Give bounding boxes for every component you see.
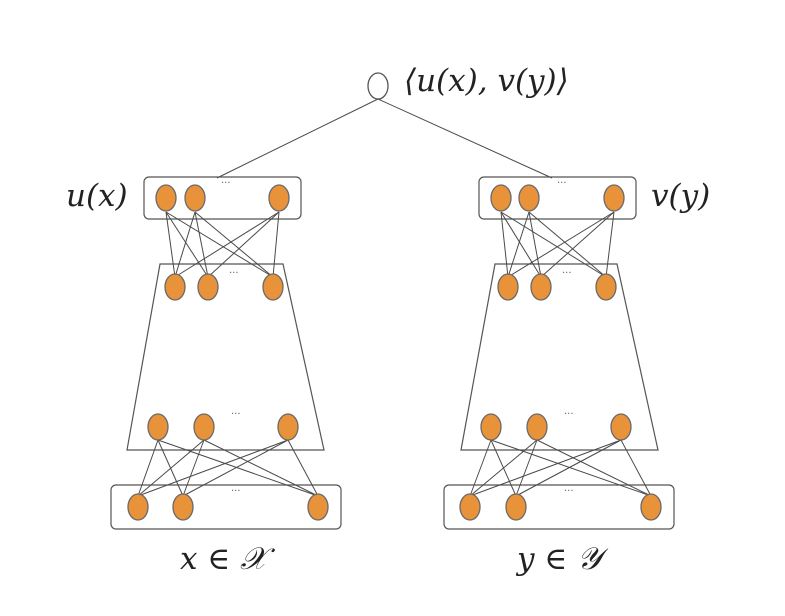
right-tower: ··· ··· ··· ··· [443, 176, 675, 530]
right-hidden-bottom-node-n [610, 413, 632, 441]
x-domain-label: x ∈ 𝒳 [180, 541, 267, 577]
u-node-2 [184, 184, 206, 212]
left-upper-edges [165, 211, 280, 278]
v-of-y-label: v(y) [651, 178, 711, 214]
u-node-n [268, 184, 290, 212]
left-hidden-top-node-n [262, 273, 284, 301]
v-node-n [603, 184, 625, 212]
edge-output-to-u [216, 98, 379, 179]
right-hidden-top-node-n [595, 273, 617, 301]
output-node [367, 72, 389, 100]
x-input-box [110, 484, 342, 530]
u-embedding-box [143, 176, 302, 220]
left-hidden-bottom-node-n [277, 413, 299, 441]
right-upper-edges [500, 211, 615, 278]
v-node-2 [518, 184, 540, 212]
x-input-node-n [307, 493, 329, 521]
y-input-box [443, 484, 675, 530]
x-input-node-2 [172, 493, 194, 521]
y-input-ellipsis: ··· [564, 486, 574, 497]
x-input-ellipsis: ··· [231, 486, 241, 497]
v-embedding-box [478, 176, 637, 220]
edge-output-to-v [377, 98, 553, 179]
inner-product-label: ⟨u(x), v(y)⟩ [404, 63, 569, 99]
x-input-node-1 [127, 493, 149, 521]
left-hidden-bottom-ellipsis: ··· [231, 409, 241, 420]
left-hidden-top-node-1 [164, 273, 186, 301]
y-input-node-1 [459, 493, 481, 521]
v-ellipsis: ··· [557, 178, 567, 189]
left-lower-edges [137, 439, 319, 497]
right-hidden-bottom-node-1 [480, 413, 502, 441]
y-input-node-2 [505, 493, 527, 521]
right-hidden-top-node-1 [497, 273, 519, 301]
left-hidden-top-ellipsis: ··· [229, 268, 239, 279]
u-node-1 [155, 184, 177, 212]
right-hidden-bottom-ellipsis: ··· [564, 409, 574, 420]
y-domain-label: y ∈ 𝒴 [517, 541, 602, 577]
left-tower-hidden-layers [126, 263, 325, 451]
y-input-node-n [640, 493, 662, 521]
right-hidden-top-ellipsis: ··· [562, 268, 572, 279]
left-hidden-top-node-2 [197, 273, 219, 301]
u-ellipsis: ··· [221, 178, 231, 189]
left-hidden-bottom-node-2 [193, 413, 215, 441]
right-hidden-top-node-2 [530, 273, 552, 301]
left-hidden-bottom-node-1 [147, 413, 169, 441]
right-lower-edges [469, 439, 652, 497]
v-node-1 [490, 184, 512, 212]
left-tower: ··· ··· ··· ··· [110, 176, 342, 530]
right-tower-hidden-layers [460, 263, 659, 451]
u-of-x-label: u(x) [66, 178, 128, 214]
right-hidden-bottom-node-2 [526, 413, 548, 441]
